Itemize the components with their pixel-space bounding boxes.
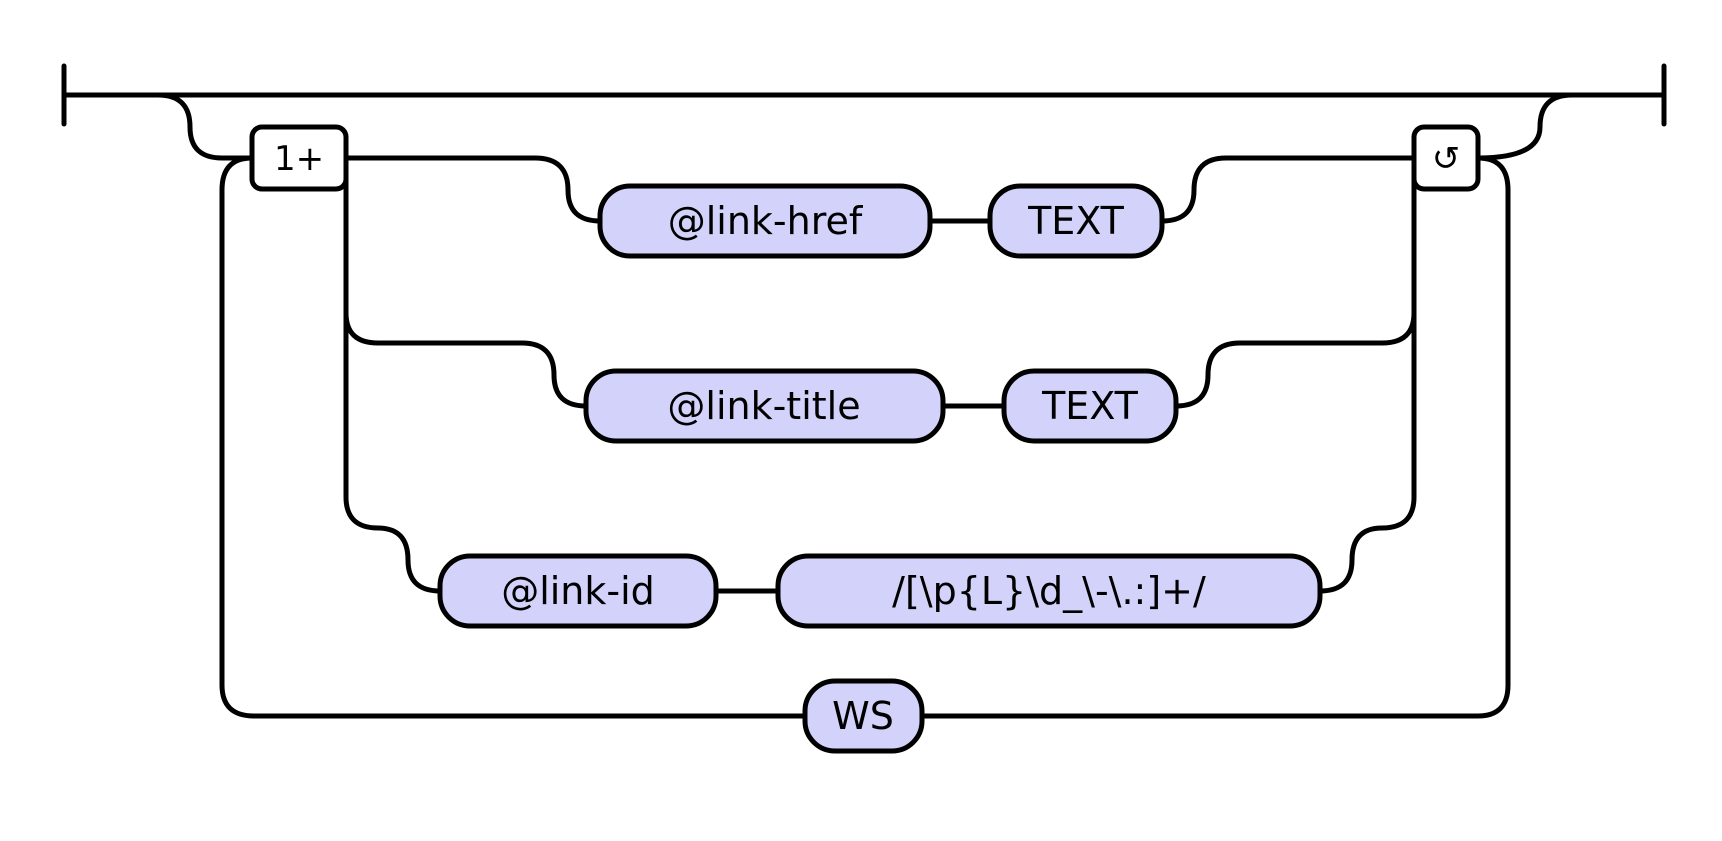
row-3-track bbox=[375, 525, 443, 594]
row-3-track-right bbox=[1317, 525, 1385, 594]
choice-right-rail bbox=[1379, 155, 1417, 531]
link-id-node bbox=[437, 553, 719, 629]
loop-back-track-right bbox=[919, 155, 1511, 719]
exit-curve bbox=[1475, 92, 1575, 161]
link-id-label: @link-id bbox=[501, 569, 655, 613]
repeat-marker: 1+ bbox=[274, 139, 324, 179]
choice-left-rail-mid bbox=[343, 155, 381, 346]
link-title-value-node bbox=[1001, 368, 1179, 444]
choice-right-rail-mid bbox=[1379, 155, 1417, 346]
link-href-value-node bbox=[987, 183, 1165, 259]
link-title-node bbox=[583, 368, 946, 444]
link-href-node bbox=[597, 183, 933, 259]
link-title-label: @link-title bbox=[667, 384, 860, 428]
loop-icon: ↺ bbox=[1432, 139, 1461, 179]
link-href-label: @link-href bbox=[668, 199, 864, 243]
ws-node bbox=[802, 678, 925, 754]
repeat-marker-box bbox=[249, 124, 349, 192]
ws-label: WS bbox=[832, 694, 894, 738]
choice-left-rail bbox=[343, 155, 381, 531]
loop-marker-box bbox=[1411, 124, 1481, 192]
link-title-value-label: TEXT bbox=[1041, 384, 1139, 428]
row-2-track-right bbox=[1173, 340, 1385, 409]
link-id-pattern-node bbox=[775, 553, 1323, 629]
row-1-track bbox=[343, 155, 603, 224]
link-href-value-label: TEXT bbox=[1027, 199, 1125, 243]
row-1-track-right bbox=[1159, 155, 1417, 224]
entry-curve bbox=[155, 92, 255, 161]
row-2-track bbox=[375, 340, 589, 409]
link-id-pattern-label: /[\p{L}\d_\-\.:]+/ bbox=[892, 569, 1206, 613]
loop-back-track bbox=[219, 155, 808, 719]
